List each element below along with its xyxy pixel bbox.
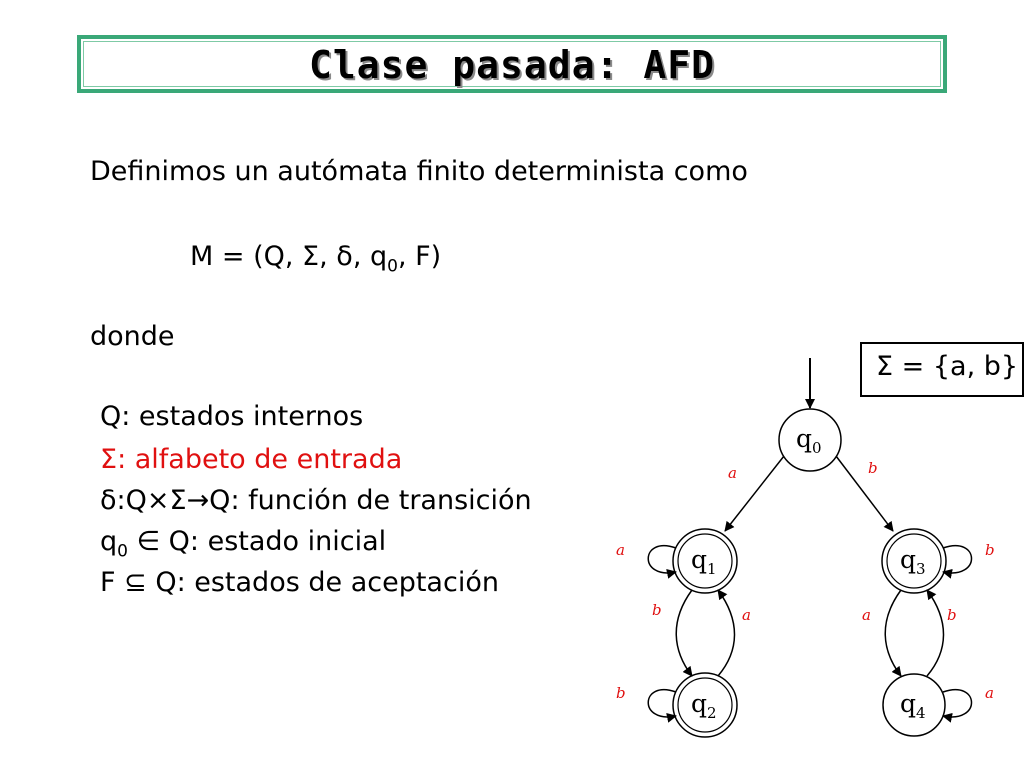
tuple-definition: M = (Q, Σ, δ, q0, F)	[190, 240, 441, 283]
tuple-q0-sub: 0	[387, 256, 398, 277]
def-delta-symbol: δ	[100, 485, 117, 516]
edge-q2-loop	[647, 689, 677, 723]
edge-q3-q4	[884, 589, 902, 677]
def-q0-text: ∈ Q: estado inicial	[127, 526, 387, 557]
state-q2-label: q2	[691, 689, 717, 722]
def-q0-sub: 0	[117, 541, 128, 562]
tuple-mid2: , q	[352, 241, 388, 272]
label-q0-q3: b	[868, 459, 878, 477]
edge-q1-loop	[647, 545, 677, 579]
tuple-mid1: ,	[319, 241, 337, 272]
edge-q2-q1	[717, 589, 736, 677]
edge-q4-q3	[926, 589, 945, 677]
state-q0-label: q0	[796, 424, 822, 457]
label-q1-loop: a	[616, 541, 625, 559]
slide-title: Clase pasada: AFD	[309, 43, 715, 87]
alphabet-box: Σ = {a, b}	[860, 342, 1024, 397]
state-q3: q3	[881, 528, 947, 594]
automaton-diagram: q0 q1 q3 q2 q4 a b a b b a a b	[616, 358, 995, 738]
tuple-suffix: , F)	[397, 241, 442, 272]
donde-text: donde	[90, 321, 175, 352]
state-q0: q0	[778, 408, 842, 472]
state-q3-label: q3	[900, 545, 926, 578]
def-sigma-text: : alfabeto de entrada	[117, 444, 403, 475]
label-q4-q3: b	[947, 606, 957, 624]
def-sigma: Σ: alfabeto de entrada	[100, 443, 402, 477]
def-q: Q: estados internos	[100, 401, 364, 432]
label-q0-q1: a	[728, 464, 737, 482]
state-q4: q4	[882, 673, 946, 737]
def-delta-text: :Q×Σ→Q: función de transición	[116, 485, 532, 516]
state-q4-label: q4	[900, 689, 926, 722]
tuple-sigma: Σ	[302, 241, 320, 272]
edge-q0-q3	[835, 455, 894, 532]
def-q0: q0 ∈ Q: estado inicial	[100, 525, 386, 568]
tuple-prefix: M = (Q,	[190, 241, 303, 272]
edge-q1-q2	[675, 589, 693, 677]
state-q2: q2	[672, 672, 738, 738]
label-q4-loop: a	[985, 684, 994, 702]
title-box: Clase pasada: AFD	[77, 35, 947, 93]
state-q1-label: q1	[691, 545, 717, 578]
label-q3-loop: b	[985, 541, 995, 559]
edge-q0-q1	[724, 455, 785, 532]
state-q1: q1	[672, 528, 738, 594]
label-q1-q2: b	[652, 601, 662, 619]
label-q2-q1: a	[742, 606, 751, 624]
def-delta: δ:Q×Σ→Q: función de transición	[100, 484, 532, 518]
def-q0-prefix: q	[100, 526, 118, 557]
intro-text: Definimos un autómata finito determinist…	[90, 156, 748, 187]
edge-q4-loop	[942, 689, 973, 723]
alphabet-text: Σ = {a, b}	[876, 351, 1019, 382]
def-f: F ⊆ Q: estados de aceptación	[100, 567, 499, 598]
tuple-delta: δ	[336, 241, 353, 272]
label-q2-loop: b	[616, 684, 626, 702]
def-sigma-symbol: Σ	[100, 444, 118, 475]
label-q3-q4: a	[862, 606, 871, 624]
edge-q3-loop	[942, 545, 973, 579]
